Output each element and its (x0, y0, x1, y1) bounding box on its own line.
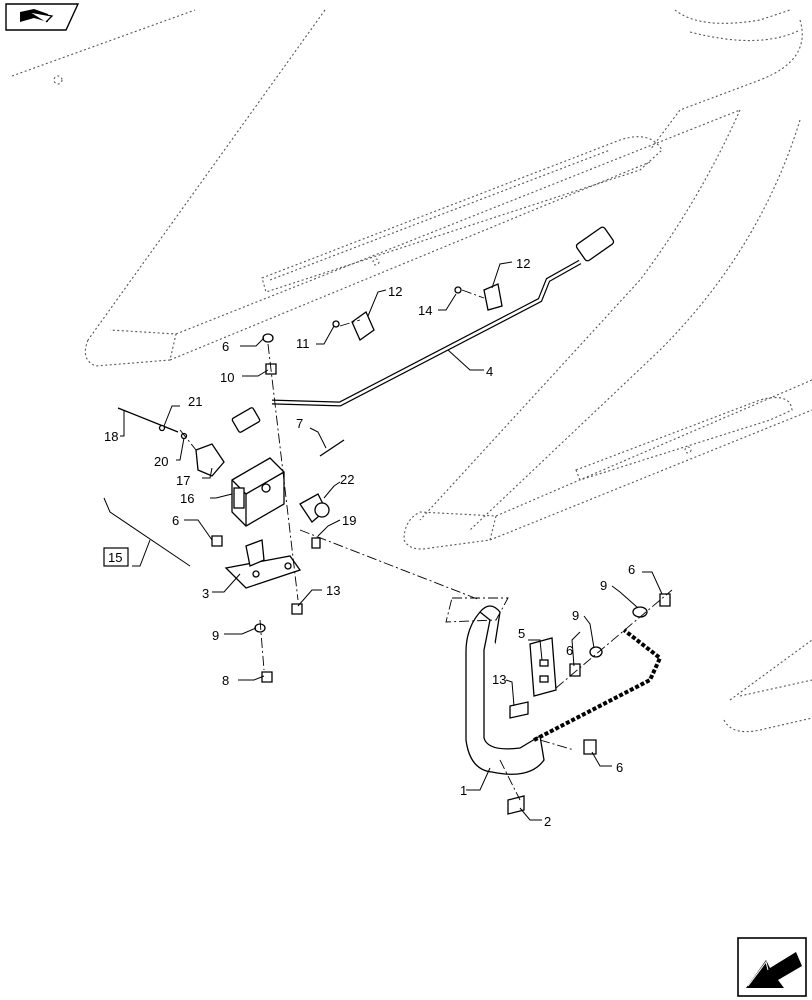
callout-11: 11 (296, 336, 310, 351)
callout-12b: 12 (516, 256, 530, 271)
callout-15: 15 (108, 550, 122, 565)
light-housing (195, 443, 330, 527)
callout-9a: 9 (212, 628, 219, 643)
callout-7: 7 (296, 416, 303, 431)
callout-9b: 9 (600, 578, 607, 593)
harness-clamp (332, 283, 503, 341)
callout-5: 5 (518, 626, 525, 641)
callout-19: 19 (342, 513, 356, 528)
callout-2: 2 (544, 814, 551, 829)
callout-13b: 13 (492, 672, 506, 687)
callout-9c: 9 (572, 608, 579, 623)
callout-3: 3 (202, 586, 209, 601)
callout-12a: 12 (388, 284, 402, 299)
book-navigation-icon[interactable] (5, 3, 80, 31)
frame-ghost-outline (11, 9, 812, 733)
callout-6d: 6 (628, 562, 635, 577)
callout-17: 17 (176, 473, 190, 488)
callout-8: 8 (222, 673, 229, 688)
callout-21: 21 (188, 394, 202, 409)
callout-15-box: 15 (103, 547, 129, 567)
callout-6c: 6 (566, 643, 573, 658)
grab-handle (465, 593, 671, 815)
callout-14: 14 (418, 303, 432, 318)
callout-13a: 13 (326, 583, 340, 598)
callout-10: 10 (220, 370, 234, 385)
callout-18: 18 (104, 429, 118, 444)
callout-6b: 6 (172, 513, 179, 528)
callout-leaders (103, 261, 663, 821)
next-page-arrow-icon[interactable] (737, 937, 807, 997)
callout-6e: 6 (616, 760, 623, 775)
callout-22: 22 (340, 472, 354, 487)
hardware-parts (117, 333, 345, 683)
callout-labels: 1 2 3 4 5 6 6 6 6 6 7 8 9 9 9 10 11 12 1… (103, 256, 635, 829)
callout-6a: 6 (222, 339, 229, 354)
callout-1: 1 (460, 783, 467, 798)
assembly-axis-lines (179, 289, 673, 801)
callout-20: 20 (154, 454, 168, 469)
wiring-harness (231, 226, 615, 433)
callout-16: 16 (180, 491, 194, 506)
callout-4: 4 (486, 364, 493, 379)
mounting-bracket (224, 539, 302, 589)
